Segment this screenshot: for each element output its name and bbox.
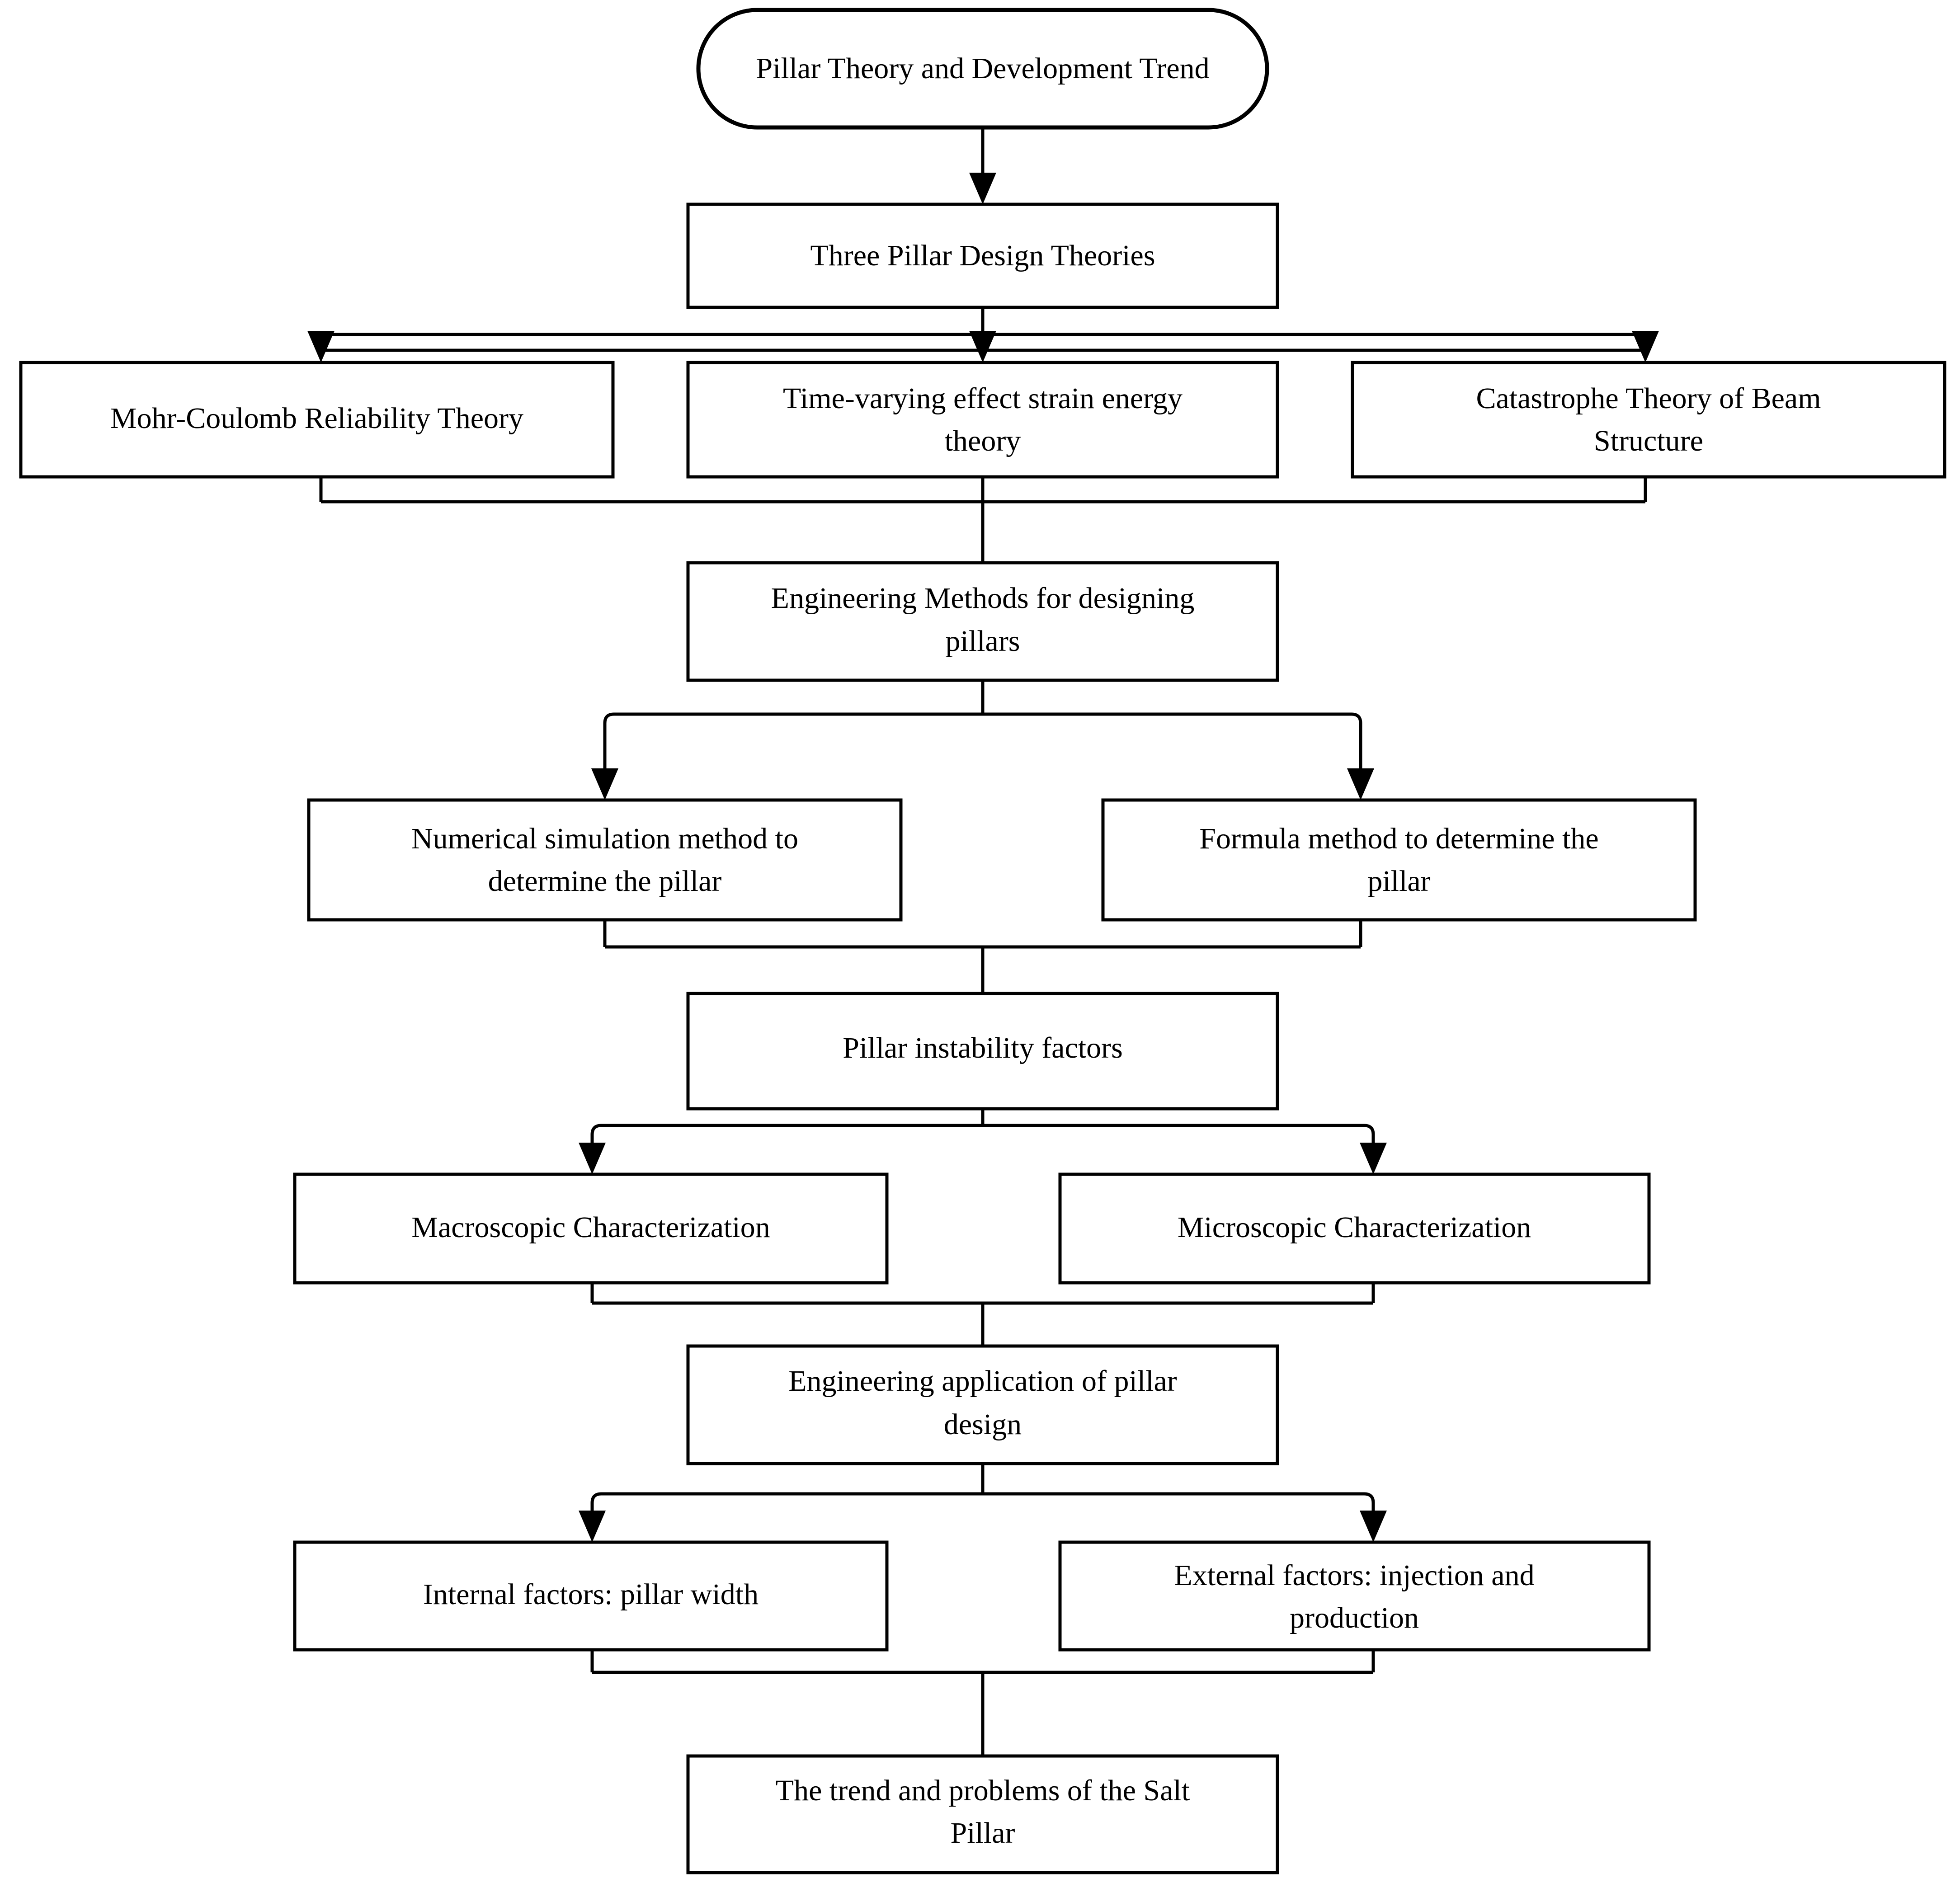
node-formula-method-label-line2: pillar	[1367, 865, 1430, 898]
node-formula-method[interactable]: Formula method to determine the pillar	[1101, 798, 1697, 922]
node-catastrophe-shape	[1351, 361, 1946, 479]
node-numerical-simulation-label-line2: determine the pillar	[488, 865, 722, 898]
node-internal-factors-label: Internal factors: pillar width	[423, 1578, 759, 1611]
node-microscopic[interactable]: Microscopic Characterization	[1058, 1172, 1651, 1285]
node-root-label: Pillar Theory and Development Trend	[756, 52, 1209, 85]
node-catastrophe-label-line2: Structure	[1594, 424, 1703, 457]
node-pillar-instability-label: Pillar instability factors	[843, 1031, 1123, 1064]
node-engineering-methods-shape	[686, 561, 1279, 682]
node-microscopic-shape	[1058, 1172, 1651, 1285]
node-catastrophe[interactable]: Catastrophe Theory of Beam Structure	[1351, 361, 1946, 479]
node-internal-factors-shape	[293, 1540, 889, 1652]
arrowhead-formula	[1347, 768, 1374, 800]
node-catastrophe-label-line1: Catastrophe Theory of Beam	[1476, 382, 1821, 415]
node-final-trend-label-line2: Pillar	[951, 1817, 1015, 1850]
node-three-theories-shape	[686, 202, 1279, 309]
node-engineering-methods-label-line1: Engineering Methods for designing	[771, 582, 1195, 615]
arrowhead-time-varying	[969, 331, 996, 362]
node-numerical-simulation-shape	[307, 798, 903, 922]
node-macroscopic[interactable]: Macroscopic Characterization	[293, 1172, 889, 1285]
node-final-trend-label-line1: The trend and problems of the Salt	[776, 1774, 1190, 1807]
node-external-factors-label-line1: External factors: injection and	[1174, 1559, 1534, 1592]
node-three-theories[interactable]: Three Pillar Design Theories	[686, 202, 1279, 309]
edge-split-numerical-formula	[603, 712, 1362, 732]
node-time-varying[interactable]: Time-varying effect strain energy theory	[686, 361, 1279, 479]
arrowhead-mohr	[307, 331, 335, 362]
node-formula-method-label-line1: Formula method to determine the	[1199, 822, 1598, 855]
node-microscopic-label: Microscopic Characterization	[1178, 1211, 1531, 1244]
node-external-factors-label-line2: production	[1290, 1601, 1419, 1634]
node-formula-method-shape	[1101, 798, 1697, 922]
arrowhead-macroscopic	[579, 1143, 606, 1174]
node-pillar-instability-shape	[686, 992, 1279, 1111]
node-time-varying-shape	[686, 361, 1279, 479]
node-mohr-coulomb-shape	[19, 361, 615, 479]
node-engineering-methods[interactable]: Engineering Methods for designing pillar…	[686, 561, 1279, 682]
node-final-trend[interactable]: The trend and problems of the Salt Pilla…	[686, 1754, 1279, 1874]
node-time-varying-label-line2: theory	[945, 424, 1021, 457]
node-macroscopic-shape	[293, 1172, 889, 1285]
node-engineering-application-label-line1: Engineering application of pillar	[788, 1365, 1177, 1398]
node-mohr-coulomb[interactable]: Mohr-Coulomb Reliability Theory	[19, 361, 615, 479]
node-numerical-simulation-label-line1: Numerical simulation method to	[411, 822, 798, 855]
node-external-factors-shape	[1058, 1540, 1651, 1652]
arrowhead-microscopic	[1360, 1143, 1387, 1174]
node-internal-factors[interactable]: Internal factors: pillar width	[293, 1540, 889, 1652]
node-three-theories-label: Three Pillar Design Theories	[810, 239, 1155, 272]
node-engineering-application-label-line2: design	[944, 1408, 1022, 1441]
arrowhead-numerical	[591, 768, 618, 800]
node-engineering-application-shape	[686, 1344, 1279, 1465]
node-root[interactable]: Pillar Theory and Development Trend	[696, 8, 1269, 130]
node-external-factors[interactable]: External factors: injection and producti…	[1058, 1540, 1651, 1652]
edge-split-macro-micro	[590, 1124, 1375, 1144]
arrowhead-external	[1360, 1511, 1387, 1542]
node-pillar-instability[interactable]: Pillar instability factors	[686, 992, 1279, 1111]
arrowhead-internal	[579, 1511, 606, 1542]
node-time-varying-label-line1: Time-varying effect strain energy	[783, 382, 1183, 415]
arrowhead-catastrophe	[1632, 331, 1659, 362]
node-engineering-methods-label-line2: pillars	[946, 625, 1020, 658]
node-root-shape	[696, 8, 1269, 130]
node-mohr-coulomb-label: Mohr-Coulomb Reliability Theory	[110, 402, 523, 435]
node-macroscopic-label: Macroscopic Characterization	[411, 1211, 770, 1244]
edge-split-internal-external	[590, 1492, 1375, 1512]
arrowhead-three-theories	[969, 173, 996, 204]
node-engineering-application[interactable]: Engineering application of pillar design	[686, 1344, 1279, 1465]
node-numerical-simulation[interactable]: Numerical simulation method to determine…	[307, 798, 903, 922]
node-final-trend-shape	[686, 1754, 1279, 1874]
